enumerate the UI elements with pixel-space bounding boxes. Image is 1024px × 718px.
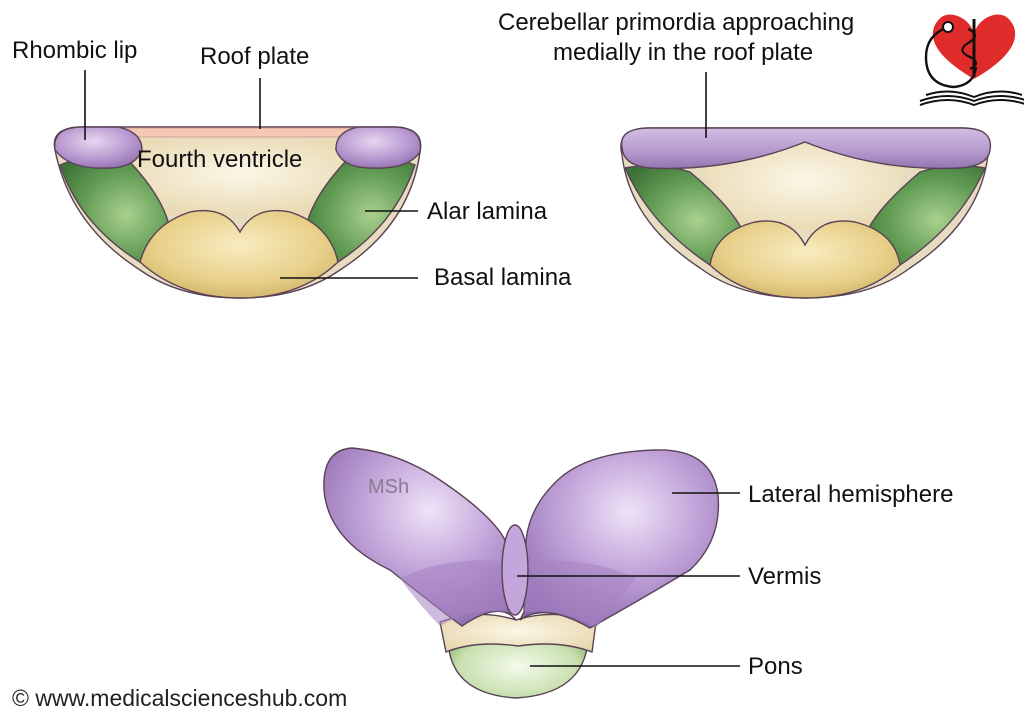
fourth-ventricle-label: Fourth ventricle xyxy=(137,146,302,173)
logo-stethoscope xyxy=(924,25,978,89)
vermis-structure xyxy=(501,524,529,616)
cerebellar-primordia-label-line2: medially in the roof plate xyxy=(553,39,813,66)
hemisphere-lower-lobes xyxy=(400,560,636,628)
brainstem-band xyxy=(439,613,597,653)
section-2-ventricle xyxy=(700,140,910,230)
pons-label: Pons xyxy=(748,653,803,680)
heart-stethoscope-book-logo-icon xyxy=(919,14,1024,107)
cerebellar-primordia-label-line1: Cerebellar primordia approaching xyxy=(498,9,854,36)
basal-lamina-label: Basal lamina xyxy=(434,264,572,291)
section-early-rhombencephalon: Rhombic lip Roof plate Fourth ventricle … xyxy=(12,37,572,299)
section-cerebellar-primordia: Cerebellar primordia approaching mediall… xyxy=(498,9,992,299)
section-2-basal xyxy=(709,220,901,299)
logo-book xyxy=(919,90,1024,107)
section-cerebellum-dorsal: MSh Lateral hemisphere Vermis Pons xyxy=(323,447,953,699)
copyright-text: © www.medicalscienceshub.com xyxy=(12,685,347,711)
rhombic-lip-left xyxy=(54,126,143,169)
alar-lamina-label: Alar lamina xyxy=(427,198,548,225)
rhombic-lip-label: Rhombic lip xyxy=(12,37,137,64)
roof-plate-label: Roof plate xyxy=(200,43,309,70)
vermis-label: Vermis xyxy=(748,563,821,590)
basal-lamina xyxy=(139,209,339,299)
roof-plate-band xyxy=(117,127,359,138)
watermark-text: MSh xyxy=(368,476,409,498)
fourth-ventricle-region xyxy=(120,140,360,215)
logo-stethoscope-bell xyxy=(942,21,954,33)
rhombic-lip-right xyxy=(335,126,422,169)
logo-serpent xyxy=(961,27,978,70)
cerebellar-primordia-bar xyxy=(620,127,992,170)
lateral-hemisphere-label: Lateral hemisphere xyxy=(748,481,953,508)
